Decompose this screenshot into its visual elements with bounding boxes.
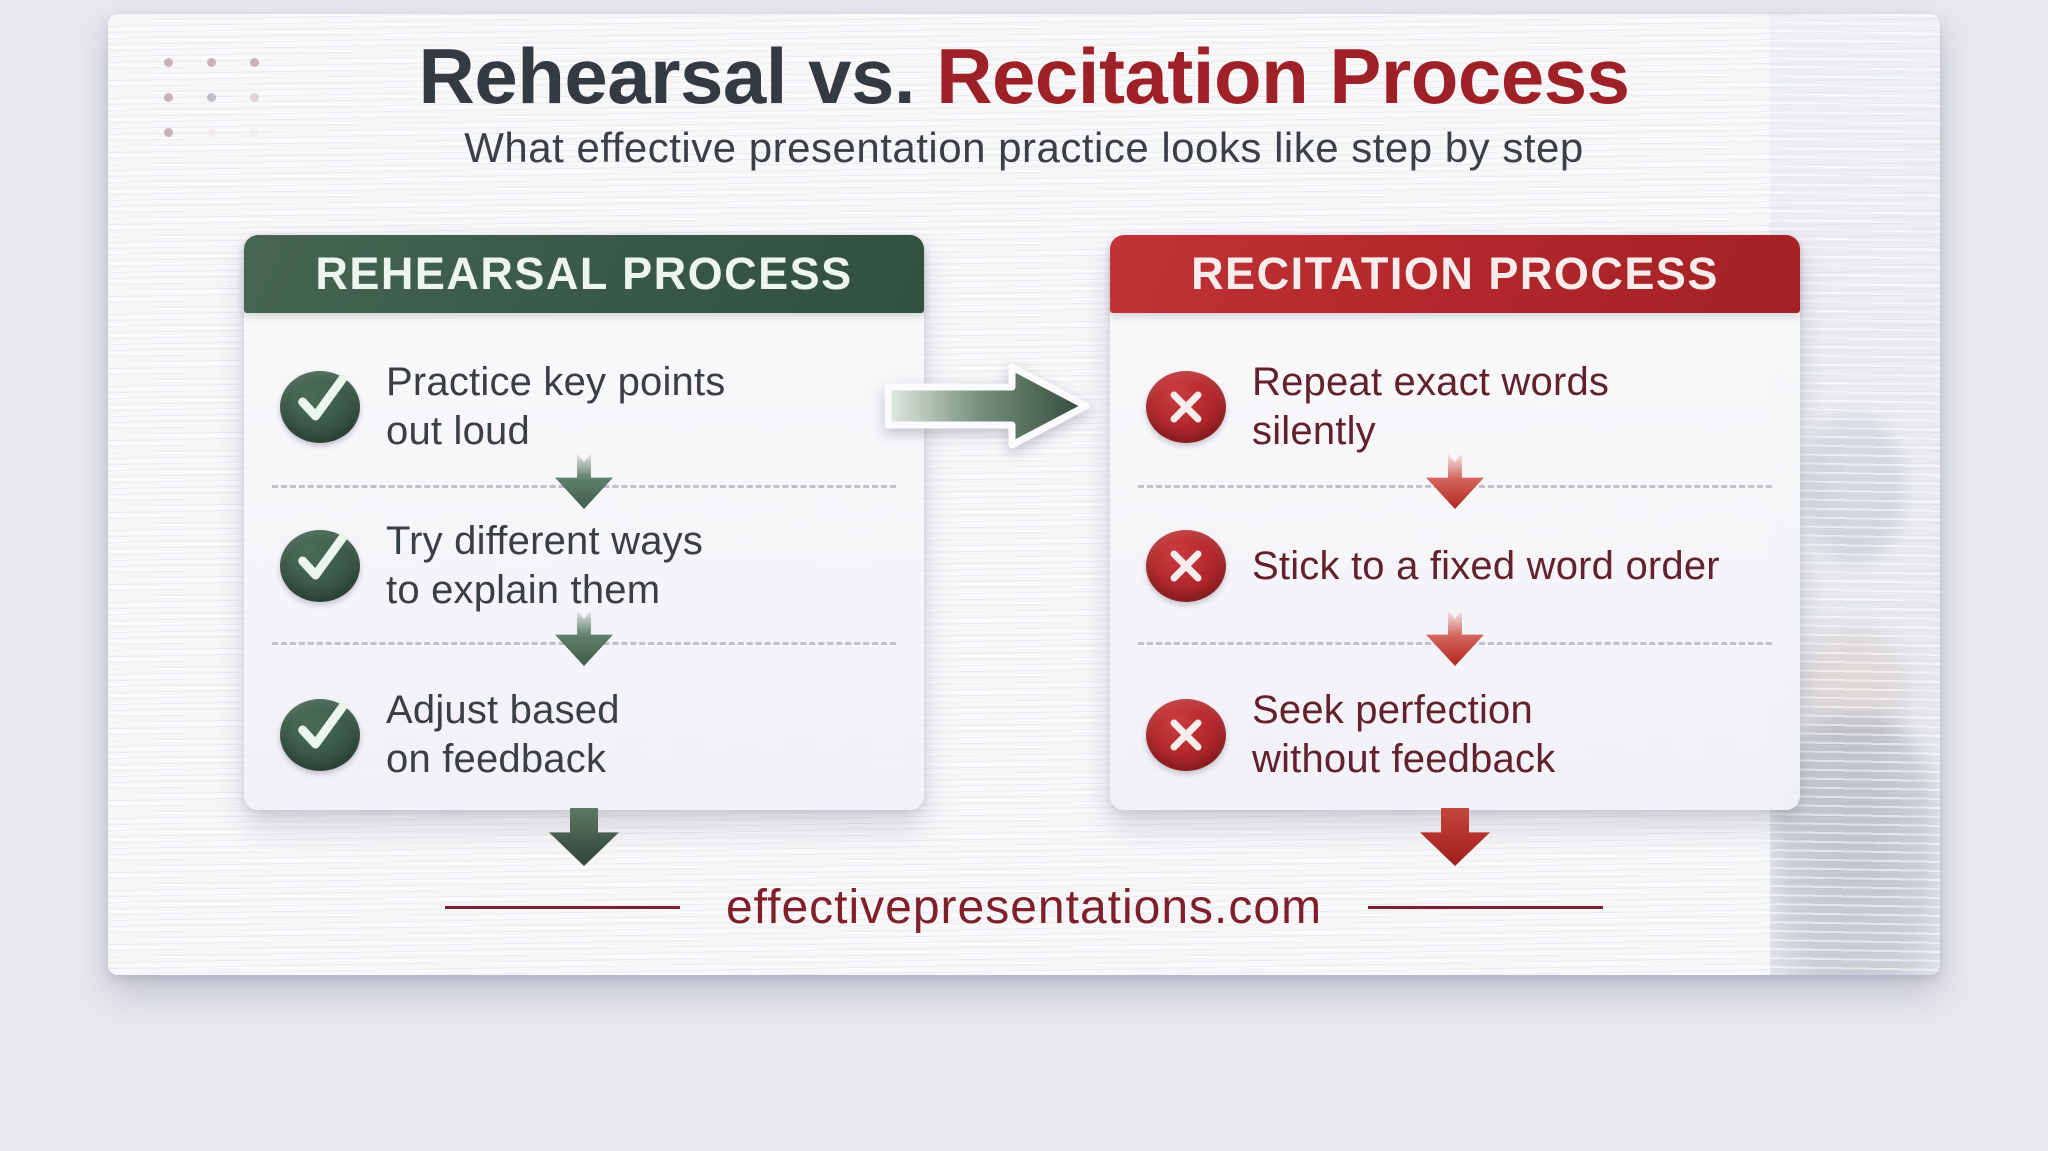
chevron-down-icon	[1426, 453, 1484, 509]
item-line: out loud	[386, 409, 530, 453]
chevron-down-icon	[555, 610, 613, 666]
item-line: Adjust based	[386, 688, 620, 733]
check-icon	[280, 699, 360, 771]
recitation-card-header: RECITATION PROCESS	[1110, 235, 1800, 313]
item-line: on feedback	[386, 737, 607, 781]
item-line: Stick to a fixed word order	[1252, 543, 1720, 588]
page-subtitle: What effective presentation practice loo…	[464, 124, 1584, 171]
list-item: Adjust based on feedback	[280, 683, 908, 787]
item-line: Practice key points	[386, 360, 726, 405]
dot	[207, 58, 216, 67]
dot	[164, 93, 173, 102]
list-item: Practice key points out loud	[280, 355, 908, 459]
item-line: Repeat exact words	[1252, 360, 1610, 405]
photo-person-suit	[1776, 714, 1936, 975]
x-icon	[1146, 699, 1226, 771]
x-icon	[1146, 530, 1226, 602]
list-item: Try different ways to explain them	[280, 514, 908, 618]
page-title: Rehearsal vs. Recitation Process	[108, 32, 1940, 120]
dot	[164, 128, 173, 137]
item-text: Repeat exact words silently	[1252, 358, 1609, 456]
item-line: silently	[1252, 409, 1376, 453]
recitation-process-card: RECITATION PROCESS Repeat exact words si…	[1110, 235, 1800, 810]
photo-person-background	[1804, 414, 1904, 564]
rehearsal-process-card: REHEARSAL PROCESS Practice key points ou…	[244, 235, 924, 810]
x-icon	[1146, 371, 1226, 443]
dot	[207, 93, 216, 102]
dot	[164, 58, 173, 67]
rehearsal-card-header: REHEARSAL PROCESS	[244, 235, 924, 313]
item-line: Seek perfection	[1252, 688, 1533, 733]
dot	[250, 58, 259, 67]
item-line: without feedback	[1252, 737, 1556, 781]
item-line: Try different ways	[386, 519, 704, 564]
list-item: Stick to a fixed word order	[1146, 514, 1784, 618]
arrow-right-icon	[884, 363, 1090, 449]
dot-grid-decoration	[164, 58, 259, 137]
dot	[207, 128, 216, 137]
chevron-down-icon	[1426, 610, 1484, 666]
list-item: Repeat exact words silently	[1146, 355, 1784, 459]
check-icon	[280, 530, 360, 602]
dot	[250, 128, 259, 137]
footer-website: effectivepresentations.com	[725, 881, 1323, 934]
dot	[250, 93, 259, 102]
item-text: Stick to a fixed word order	[1252, 542, 1720, 591]
arrow-down-icon	[549, 808, 619, 866]
title-part-rehearsal: Rehearsal vs.	[418, 32, 937, 120]
item-line: to explain them	[386, 568, 661, 612]
list-item: Seek perfection without feedback	[1146, 683, 1784, 787]
item-text: Seek perfection without feedback	[1252, 686, 1555, 784]
arrow-down-icon	[1420, 808, 1490, 866]
check-icon	[280, 371, 360, 443]
presentation-slide: Rehearsal vs. Recitation Process What ef…	[108, 14, 1940, 975]
item-text: Try different ways to explain them	[386, 517, 703, 615]
footer-rule-right	[1368, 906, 1604, 909]
item-text: Adjust based on feedback	[386, 686, 620, 784]
title-part-recitation: Recitation Process	[936, 32, 1630, 120]
footer: effectivepresentations.com	[108, 880, 1940, 935]
footer-rule-left	[444, 906, 680, 909]
item-text: Practice key points out loud	[386, 358, 726, 456]
chevron-down-icon	[555, 453, 613, 509]
